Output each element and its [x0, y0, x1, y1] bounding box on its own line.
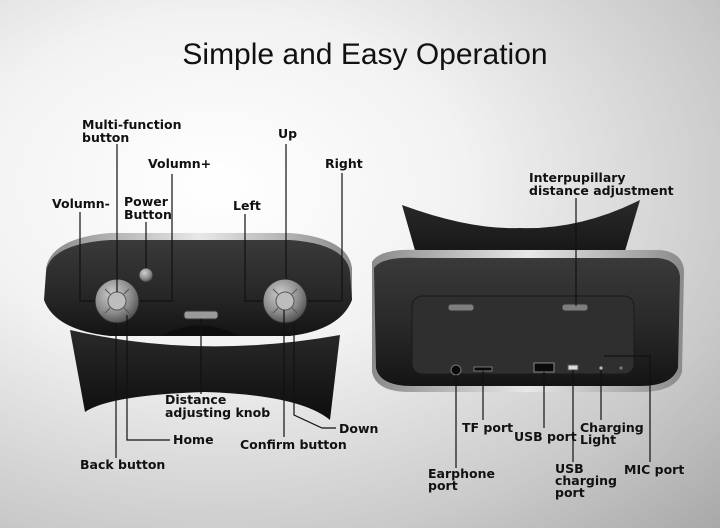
label-volumn-plus: Volumn+ [148, 156, 211, 171]
usb-charging-port[interactable] [567, 364, 579, 371]
label-multi-function-line2: button [82, 130, 129, 145]
label-distance-knob: Distance [165, 392, 226, 407]
label-earphone-port: Earphone [428, 466, 495, 481]
headset-body-left [44, 240, 352, 336]
headset-right-illustration [372, 200, 684, 392]
earphone-port[interactable] [450, 364, 462, 376]
leader-lines [79, 144, 651, 468]
foam-pad-left [70, 330, 340, 420]
label-left: Left [233, 198, 261, 213]
multi-function-button[interactable] [107, 291, 127, 311]
label-charging-light: Charging [580, 420, 644, 435]
label-power: Power [124, 194, 169, 209]
ipd-slider-left[interactable] [447, 303, 475, 312]
charging-light [599, 366, 603, 370]
label-distance-knob-line2: adjusting knob [165, 405, 270, 420]
usb-port[interactable] [533, 362, 555, 373]
tf-port[interactable] [473, 366, 493, 372]
label-down: Down [339, 421, 378, 436]
label-tf-port: TF port [462, 420, 513, 435]
label-usb-charging: USB [555, 461, 584, 476]
callout-labels: Multi-function button Volumn+ Volumn- Po… [52, 117, 684, 500]
label-usb-charging-line3: port [555, 485, 585, 500]
confirm-button[interactable] [275, 291, 295, 311]
label-mic-port: MIC port [624, 462, 684, 477]
mic-port [619, 366, 623, 370]
label-power-line2: Button [124, 207, 172, 222]
label-home: Home [173, 432, 214, 447]
label-multi-function: Multi-function [82, 117, 181, 132]
label-confirm-button: Confirm button [240, 437, 347, 452]
label-back-button: Back button [80, 457, 165, 472]
headset-left-illustration [44, 233, 352, 420]
label-charging-light-line2: Light [580, 432, 616, 447]
page-title: Simple and Easy Operation [182, 38, 547, 71]
label-right: Right [325, 156, 363, 171]
label-usb-charging-line2: charging [555, 473, 617, 488]
label-earphone-port-line2: port [428, 478, 458, 493]
label-up: Up [278, 126, 297, 141]
label-ipd: Interpupillary [529, 170, 626, 185]
ipd-slider-right[interactable] [561, 303, 589, 312]
power-button[interactable] [138, 267, 154, 283]
label-volumn-minus: Volumn- [52, 196, 110, 211]
label-ipd-line2: distance adjustment [529, 183, 674, 198]
label-usb-port: USB port [514, 429, 577, 444]
distance-adjusting-knob[interactable] [183, 310, 219, 320]
